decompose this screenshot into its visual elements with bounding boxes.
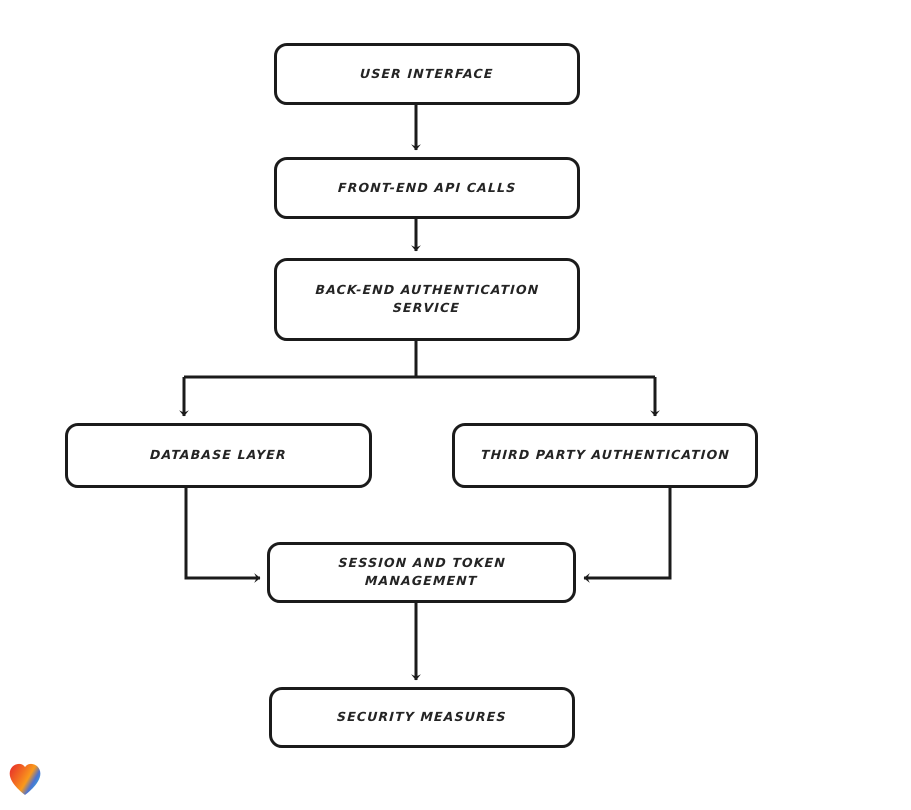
- node-back-end-auth-service[interactable]: Back-End Authentication Service: [274, 258, 580, 341]
- node-user-interface[interactable]: User Interface: [274, 43, 580, 105]
- node-session-token-management[interactable]: Session and Token Management: [267, 542, 576, 603]
- node-label: Back-End Authentication Service: [315, 282, 540, 316]
- node-label: Security Measures: [336, 709, 508, 725]
- node-front-end-api-calls[interactable]: Front-End API Calls: [274, 157, 580, 219]
- node-label: Front-End API Calls: [337, 179, 517, 195]
- node-label: User Interface: [359, 65, 495, 81]
- node-label: Session and Token Management: [337, 555, 507, 589]
- edge-database-to-session: [184, 488, 261, 583]
- node-third-party-auth[interactable]: Third Party Authentication: [452, 423, 758, 488]
- node-label: Database Layer: [149, 447, 288, 463]
- heart-icon: [9, 763, 41, 795]
- node-security-measures[interactable]: Security Measures: [269, 687, 575, 748]
- edge-thirdparty-to-session: [583, 488, 672, 583]
- node-database-layer[interactable]: Database Layer: [65, 423, 372, 488]
- node-label: Third Party Authentication: [480, 447, 730, 463]
